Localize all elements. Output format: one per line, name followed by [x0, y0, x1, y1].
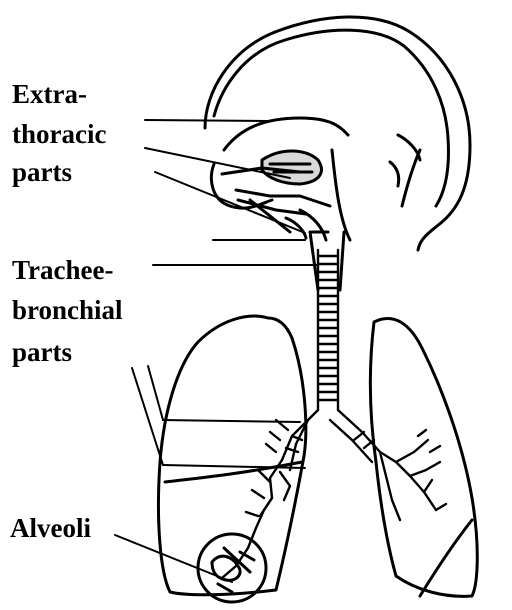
label-tracheobronchial-line-2: bronchial	[12, 294, 123, 326]
trachea	[318, 250, 338, 410]
leader-lines	[115, 120, 318, 582]
bronchi	[222, 410, 446, 578]
label-tracheobronchial-line-3: parts	[12, 336, 72, 368]
head-outline	[205, 17, 470, 250]
label-tracheobronchial-line-1: Trachee-	[12, 254, 113, 286]
label-extrathoracic-line-1: Extra-	[12, 78, 87, 110]
label-extrathoracic-line-3: parts	[12, 156, 72, 188]
label-extrathoracic-line-2: thoracic	[12, 118, 106, 150]
label-alveoli: Alveoli	[10, 512, 91, 544]
oral-cavity	[236, 151, 330, 240]
